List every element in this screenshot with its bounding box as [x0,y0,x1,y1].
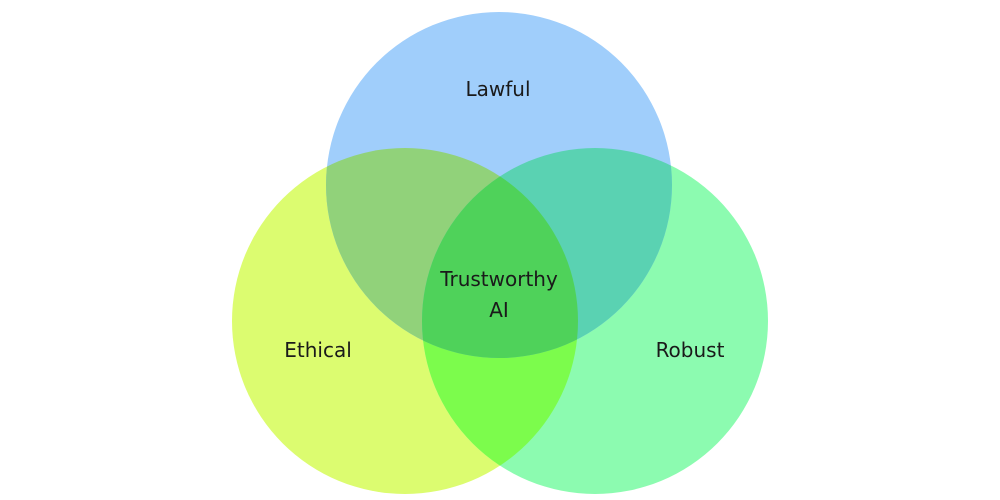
center-label-line1: Trustworthy [439,267,558,291]
ethical-label: Ethical [284,338,352,362]
lawful-label: Lawful [465,77,530,101]
center-label-line2: AI [489,298,509,322]
all-overlap [422,148,578,358]
robust-label: Robust [656,338,725,362]
